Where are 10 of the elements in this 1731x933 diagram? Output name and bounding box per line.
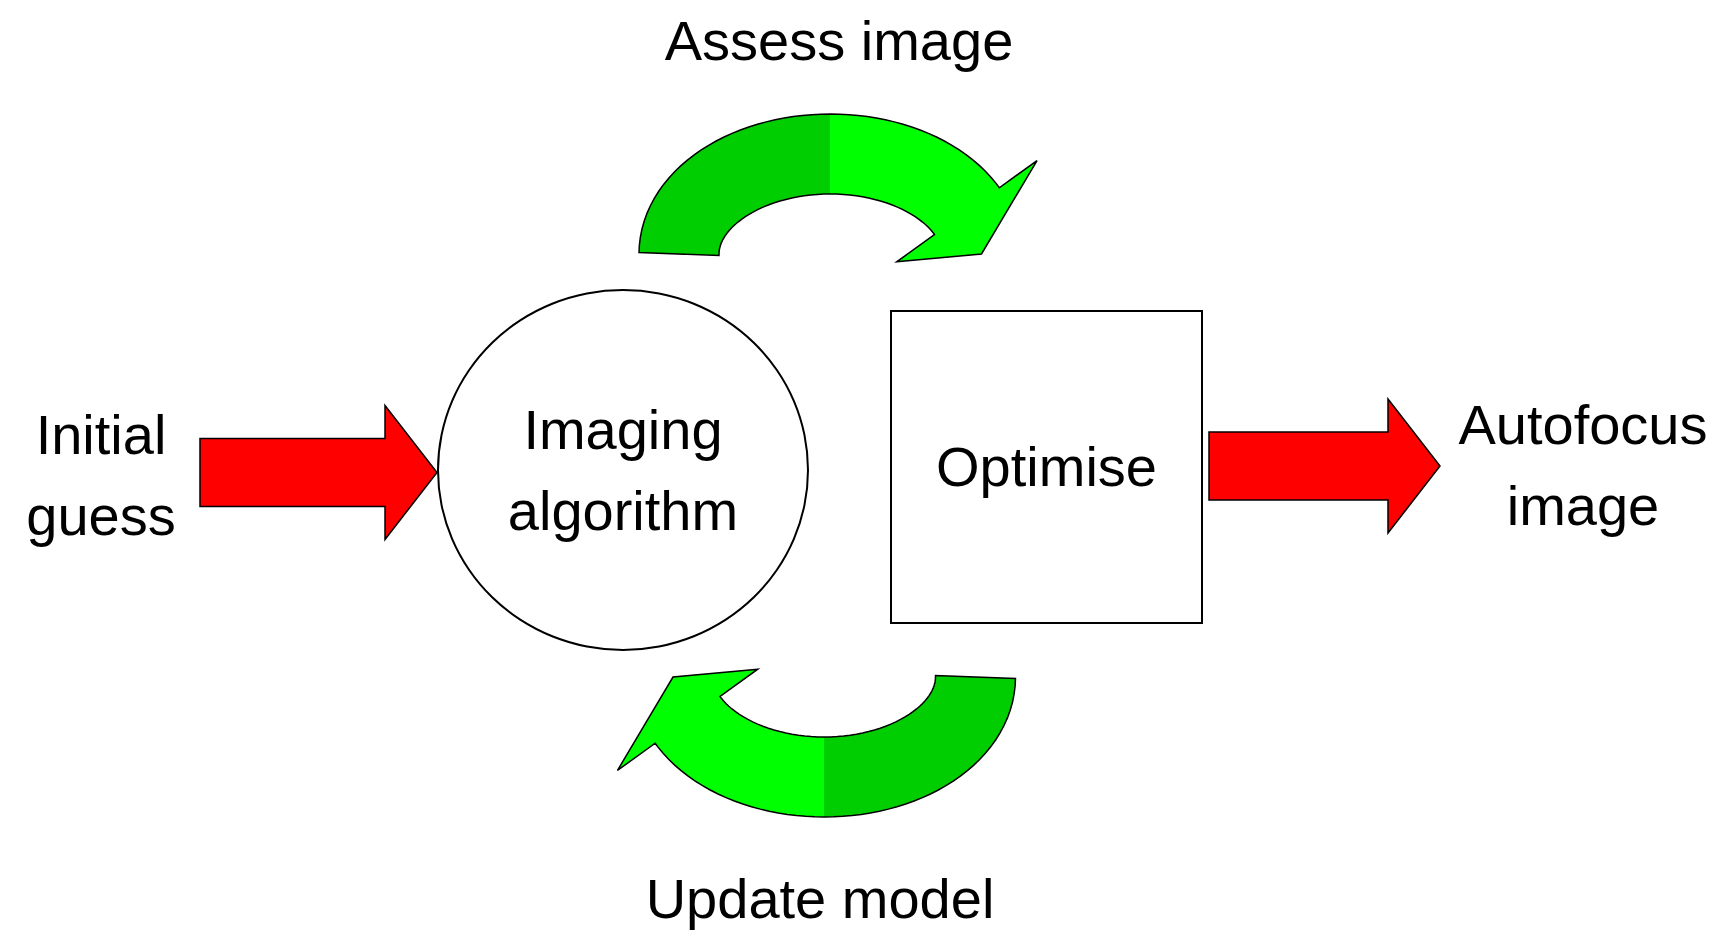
node-label: Imaging algorithm [506, 396, 740, 544]
block-arrow [1208, 396, 1441, 536]
node-label: Optimise [936, 434, 1157, 501]
block-arrow [638, 113, 1038, 263]
block-arrow [616, 668, 1017, 818]
node-label: Initial guess [25, 401, 177, 549]
block-arrow [199, 403, 438, 542]
process-circle [437, 289, 809, 651]
process-box [890, 310, 1203, 624]
node-label: Autofocus image [1457, 391, 1709, 539]
